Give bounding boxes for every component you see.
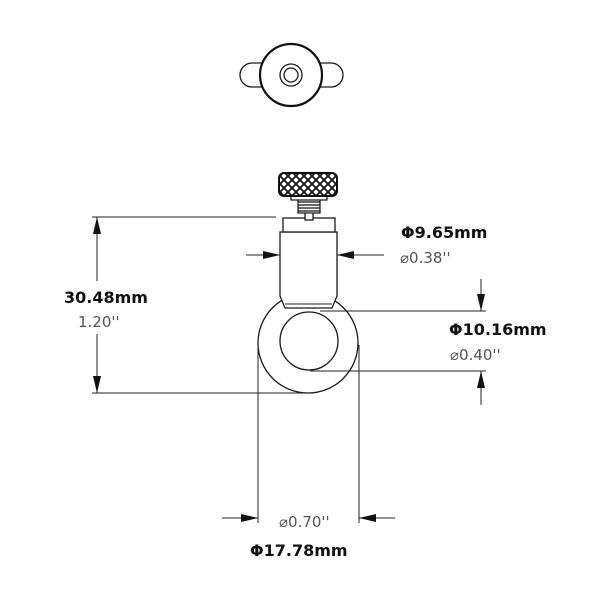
side-view bbox=[257, 172, 359, 394]
inner-diameter-dimension: Φ10.16mm ⌀0.40'' bbox=[310, 279, 547, 405]
outer-diameter-inch-label: ⌀0.70'' bbox=[279, 513, 330, 531]
height-mm-label: 30.48mm bbox=[64, 288, 148, 307]
height-dimension: 30.48mm 1.20'' bbox=[64, 216, 314, 394]
height-inch-label: 1.20'' bbox=[78, 313, 120, 331]
body-diameter-inch-label: ⌀0.38'' bbox=[400, 249, 451, 267]
outer-diameter-mm-label: Φ17.78mm bbox=[250, 541, 348, 560]
knurled-knob bbox=[278, 172, 338, 197]
top-view bbox=[239, 42, 344, 108]
ring-inner bbox=[279, 311, 339, 371]
top-hole bbox=[283, 67, 299, 83]
inner-diameter-inch-label: ⌀0.40'' bbox=[450, 346, 501, 364]
body-diameter-mm-label: Φ9.65mm bbox=[401, 223, 487, 242]
inner-diameter-mm-label: Φ10.16mm bbox=[449, 320, 547, 339]
body-diameter-dimension: Φ9.65mm ⌀0.38'' bbox=[246, 223, 487, 267]
thread bbox=[297, 198, 321, 214]
outer-diameter-dimension: ⌀0.70'' Φ17.78mm bbox=[222, 345, 395, 560]
body bbox=[279, 231, 338, 309]
